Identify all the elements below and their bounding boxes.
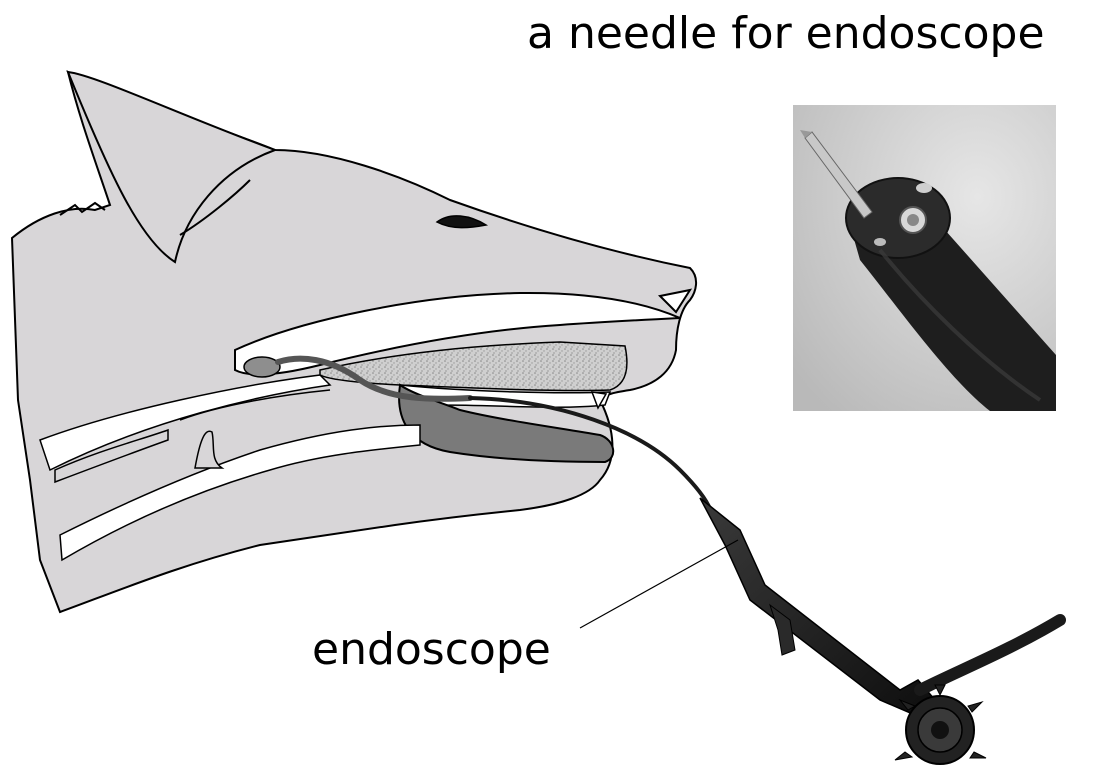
endoscope-umbilical-cord (920, 620, 1060, 690)
endoscope-handle (700, 498, 1060, 764)
needle-photo (793, 105, 1056, 411)
needle-label: a needle for endoscope (527, 8, 1045, 59)
photo-light-guide (916, 183, 932, 193)
endoscope-label: endoscope (312, 624, 551, 675)
soft-palate (244, 357, 280, 377)
endoscope-handle-body (700, 498, 935, 715)
endoscope-leader-line (580, 540, 738, 628)
photo-scope-tip-face (846, 178, 950, 258)
